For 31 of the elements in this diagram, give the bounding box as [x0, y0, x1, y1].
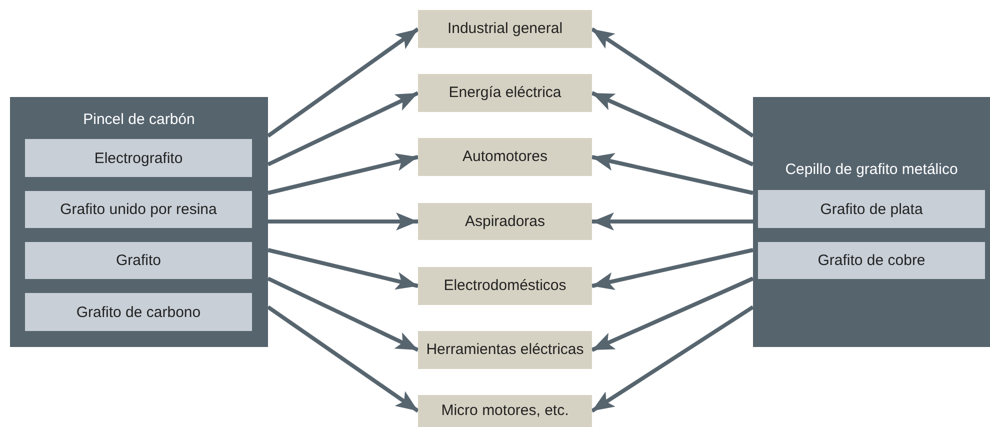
material-box: Grafito: [25, 242, 252, 279]
group-panel: [753, 97, 990, 347]
application-box: Electrodomésticos: [418, 267, 592, 305]
arrow: [268, 212, 418, 230]
arrow: [592, 153, 754, 195]
material-box: Grafito de carbono: [25, 293, 252, 331]
application-box: Automotores: [418, 138, 592, 176]
material-box: Grafito de cobre: [758, 242, 985, 279]
arrow: [591, 276, 754, 352]
application-box: Industrial general: [418, 10, 592, 48]
application-box: Micro motores, etc.: [418, 395, 592, 427]
arrow: [590, 305, 754, 413]
arrow: [592, 212, 753, 230]
panel-heading: Pincel de carbón: [82, 111, 196, 128]
application-box: Herramientas eléctricas: [418, 331, 592, 369]
material-box: Electrografito: [25, 139, 252, 177]
arrow: [268, 248, 418, 290]
application-box: Energía eléctrica: [418, 74, 592, 112]
arrow: [267, 91, 419, 166]
arrow: [590, 27, 754, 138]
arrow: [266, 27, 420, 138]
arrow: [592, 248, 754, 290]
arrow: [268, 153, 418, 195]
group-panel: [10, 97, 268, 347]
arrow: [591, 91, 754, 166]
material-box: Grafito de plata: [758, 190, 985, 228]
arrow: [267, 276, 419, 352]
panel-heading: Cepillo de grafito metálico: [784, 161, 959, 178]
arrow: [266, 305, 420, 413]
application-box: Aspiradoras: [418, 203, 592, 240]
material-box: Grafito unido por resina: [25, 191, 252, 228]
